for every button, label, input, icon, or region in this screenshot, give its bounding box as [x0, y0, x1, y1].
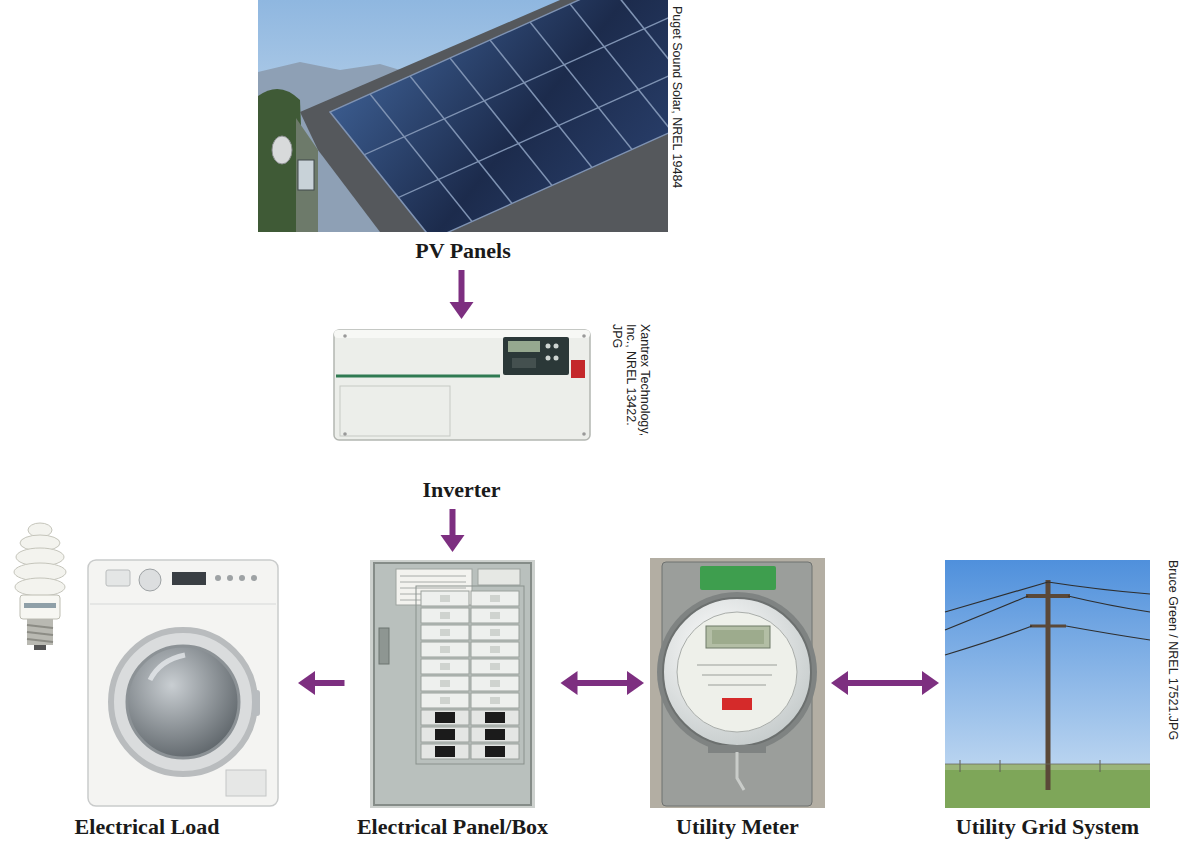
pv-photo [258, 0, 668, 232]
arrow-head [561, 671, 578, 695]
arrow-shaft [450, 509, 456, 537]
node-caption: Utility Grid System [945, 808, 1150, 840]
flow-arrow [561, 671, 645, 695]
node-caption: Inverter [333, 471, 590, 503]
photo-credit: Bruce Green / NREL 17521.JPG [1166, 560, 1180, 800]
inverter-photo [334, 330, 590, 440]
photo-area [650, 558, 825, 808]
arrow-head [831, 671, 848, 695]
arrow-head [298, 671, 315, 695]
photo-area [0, 558, 290, 808]
picture-node: Electrical Load [2, 558, 292, 840]
arrow-shaft [846, 680, 924, 686]
cfl-bulb [14, 523, 66, 650]
photo-area [258, 0, 668, 232]
power-line-photo [945, 560, 1150, 808]
flow-arrow [450, 270, 474, 319]
picture-node: Utility Meter [650, 558, 825, 840]
picture-node: Electrical Panel/Box [351, 558, 555, 840]
washing-machine [88, 560, 278, 806]
arrow-shaft [459, 270, 465, 304]
node-caption: Electrical Load [2, 808, 292, 840]
picture-node: Inverter [333, 325, 590, 503]
flow-arrow [298, 671, 345, 695]
arrow-head [627, 671, 644, 695]
arrow-head [922, 671, 939, 695]
photo-area [333, 325, 590, 471]
photo-credit: Puget Sound Solar, NREL 19484 [670, 6, 684, 246]
picture-node: PV Panels [258, 0, 668, 264]
picture-node: Utility Grid System [945, 558, 1150, 840]
breaker-panel [370, 560, 535, 808]
arrow-head [441, 535, 465, 552]
arrow-shaft [313, 680, 345, 686]
flow-arrow [441, 509, 465, 552]
photo-area [370, 558, 535, 808]
utility-meter [650, 558, 825, 808]
arrow-head [450, 302, 474, 319]
node-caption: Electrical Panel/Box [351, 808, 555, 840]
flow-arrow [831, 671, 939, 695]
node-caption: Utility Meter [650, 808, 825, 840]
node-caption: PV Panels [258, 232, 668, 264]
photo-area [945, 558, 1150, 808]
arrow-shaft [576, 680, 630, 686]
photo-credit: Xantrex Technology, Inc., NREL 13422. JP… [610, 324, 652, 446]
